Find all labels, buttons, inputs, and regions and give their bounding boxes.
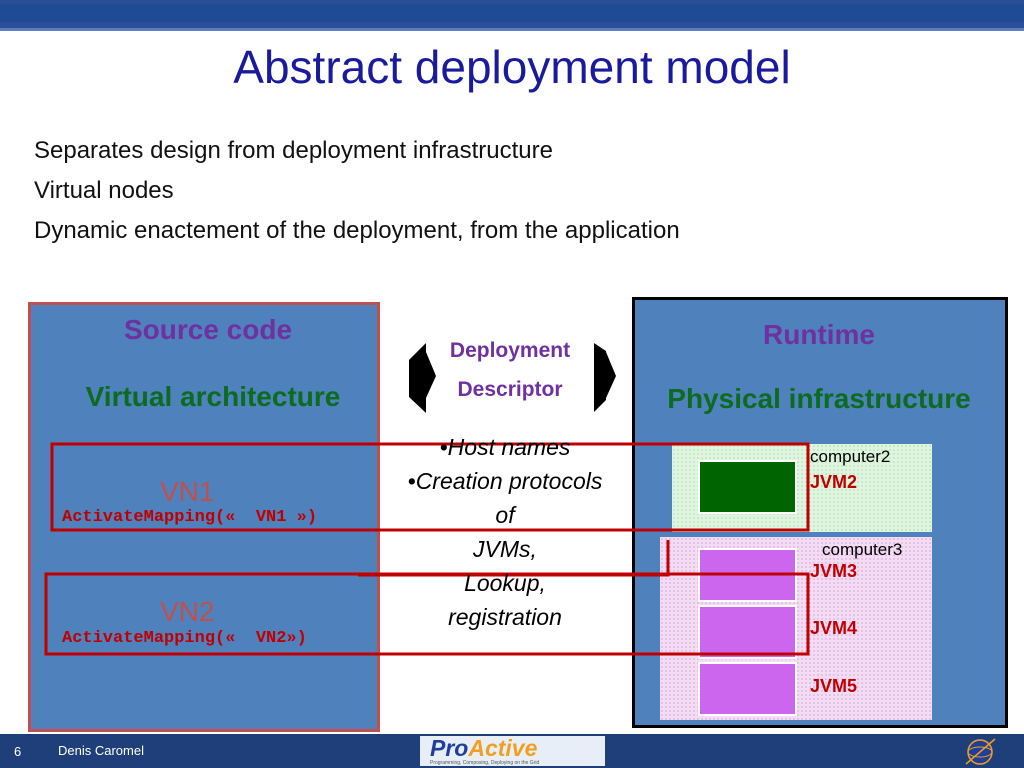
computer3-label: computer3 [822, 540, 903, 559]
proactive-logo: ProActive [430, 735, 537, 762]
jvm4-box [698, 605, 797, 659]
bullet-2: Dynamic enactement of the deployment, fr… [34, 217, 680, 244]
globe-logo-icon [965, 738, 996, 765]
descriptor-item-4: Lookup, [464, 570, 546, 596]
jvm5-box [698, 662, 797, 716]
logo-part-pro: Pro [430, 735, 469, 761]
descriptor-item-0: •Host names [439, 434, 571, 460]
jvm3-label: JVM3 [810, 561, 858, 581]
descriptor-items: •Host names •Creation protocols of JVMs,… [370, 430, 640, 634]
header-band [0, 4, 1024, 22]
virtual-architecture-title: Virtual architecture [85, 381, 341, 412]
logo-part-active: Active [468, 735, 538, 761]
jvm4-label: JVM4 [810, 618, 858, 638]
bullet-1: Virtual nodes [34, 177, 174, 204]
descriptor-item-1: •Creation protocols [407, 468, 603, 494]
source-code-title: Source code [123, 314, 293, 345]
source-code-panel [28, 302, 380, 732]
descriptor-item-3: JVMs, [473, 536, 537, 562]
jvm2-box [698, 460, 797, 514]
computer2-label: computer2 [810, 447, 891, 466]
left-bracket-arrow-icon [409, 343, 436, 413]
author-name: Denis Caromel [58, 743, 144, 758]
bullet-0: Separates design from deployment infrast… [34, 137, 553, 164]
vn1-mapping-frame [50, 442, 810, 532]
logo-background [420, 736, 605, 766]
deployment-label: Deployment [449, 339, 571, 362]
vn2-mapping-frame [44, 572, 810, 656]
descriptor-item-5: registration [448, 604, 562, 630]
vn1-label: VN1 [160, 476, 215, 507]
slide-title: Abstract deployment model [233, 41, 791, 93]
page-number: 6 [14, 744, 22, 759]
runtime-title: Runtime [763, 319, 875, 350]
logo-tagline: Programming, Composing, Deploying on the… [430, 760, 540, 766]
activate-mapping-vn1: ActivateMapping(« VN1 ») [62, 508, 318, 527]
descriptor-item-2: of [495, 502, 515, 528]
activate-mapping-vn2: ActivateMapping(« VN2») [62, 629, 307, 648]
descriptor-label: Descriptor [457, 378, 563, 401]
jvm5-label: JVM5 [810, 676, 858, 696]
vn2-label: VN2 [160, 596, 215, 627]
physical-infrastructure-title: Physical infrastructure [667, 383, 971, 414]
right-bracket-arrow-icon [594, 343, 616, 412]
jvm2-label: JVM2 [810, 472, 858, 492]
